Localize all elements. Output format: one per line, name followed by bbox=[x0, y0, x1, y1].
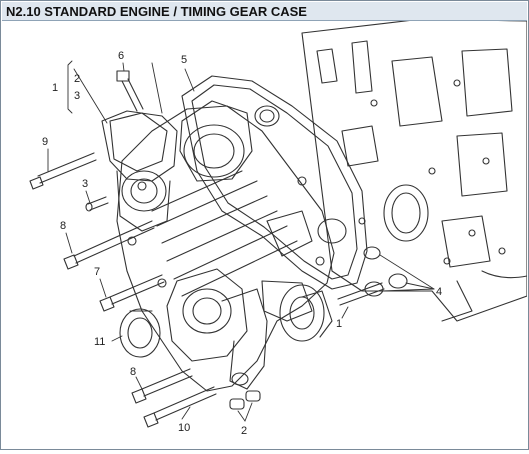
bolt-8-lower bbox=[131, 368, 193, 404]
callout-2-plugs: 2 bbox=[241, 425, 247, 437]
bolt-6 bbox=[116, 70, 144, 112]
bolt-8-upper bbox=[63, 220, 155, 270]
callout-3: 3 bbox=[74, 90, 80, 102]
callout-1-hub: 1 bbox=[336, 318, 342, 330]
engine-block bbox=[301, 18, 528, 322]
callout-labels: 1 2 3 6 5 9 3 8 7 11 8 10 2 4 1 bbox=[42, 50, 442, 437]
dowel-3 bbox=[85, 196, 109, 212]
bolt-7 bbox=[99, 274, 165, 312]
gasket bbox=[181, 75, 368, 290]
bolt-10 bbox=[143, 386, 217, 428]
callout-11: 11 bbox=[94, 336, 105, 348]
callout-8-lower: 8 bbox=[130, 366, 136, 378]
callout-7: 7 bbox=[94, 266, 100, 278]
callout-10: 10 bbox=[178, 422, 190, 434]
callout-5: 5 bbox=[181, 54, 187, 66]
exploded-view-drawing: 1 2 3 6 5 9 3 8 7 11 8 10 2 4 1 bbox=[29, 18, 528, 437]
bolt-9 bbox=[29, 152, 97, 190]
page-title: N2.10 STANDARD ENGINE / TIMING GEAR CASE bbox=[6, 4, 307, 19]
front-hub bbox=[279, 284, 333, 342]
callout-8-upper: 8 bbox=[60, 220, 66, 232]
plugs-2 bbox=[229, 390, 261, 410]
leader-lines bbox=[47, 60, 435, 422]
callout-1: 1 bbox=[52, 82, 58, 94]
o-rings bbox=[337, 246, 408, 306]
callout-3-dowel: 3 bbox=[82, 178, 88, 190]
timing-gear-case bbox=[116, 100, 335, 392]
callout-2: 2 bbox=[74, 73, 80, 85]
oil-pump-housing bbox=[166, 268, 268, 390]
oil-seal bbox=[119, 308, 161, 358]
water-pump-housing bbox=[101, 110, 178, 232]
title-bar: N2.10 STANDARD ENGINE / TIMING GEAR CASE bbox=[2, 2, 527, 21]
exploded-view: 1 2 3 6 5 9 3 8 7 11 8 10 2 4 1 bbox=[2, 18, 528, 449]
callout-6: 6 bbox=[118, 50, 124, 62]
callout-4: 4 bbox=[436, 286, 442, 298]
callout-9: 9 bbox=[42, 136, 48, 148]
